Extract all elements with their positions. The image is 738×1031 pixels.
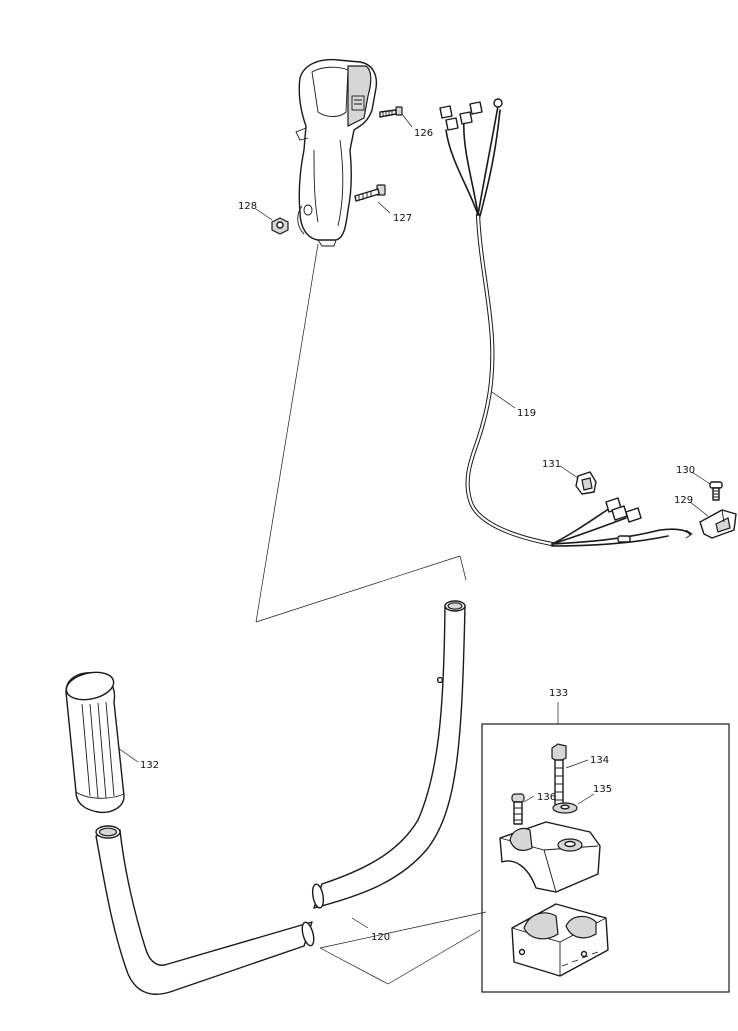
callout-129: 129 — [674, 495, 693, 506]
screw-126 — [379, 106, 403, 118]
callout-127: 127 — [393, 213, 412, 224]
callout-119: 119 — [517, 408, 536, 419]
lower-clamp-block — [511, 903, 609, 977]
screw-130 — [709, 481, 723, 501]
bracket-129 — [699, 509, 737, 539]
grip-132 — [65, 671, 125, 814]
screw-136 — [511, 793, 525, 825]
callout-126: 126 — [414, 128, 433, 139]
callout-135: 135 — [593, 784, 612, 795]
callout-136: 136 — [537, 792, 556, 803]
clip-131 — [575, 471, 597, 495]
washer-135 — [552, 802, 578, 814]
wiring-harness — [439, 98, 693, 547]
callout-133: 133 — [549, 688, 568, 699]
callout-132: 132 — [140, 760, 159, 771]
screw-127 — [354, 184, 386, 202]
clamp-kit-box — [481, 723, 730, 993]
callout-130: 130 — [676, 465, 695, 476]
nut-128 — [271, 217, 289, 235]
bolt-134 — [551, 743, 567, 807]
upper-clamp-block — [499, 821, 601, 893]
assembly-lines-handle — [255, 243, 467, 623]
assembly-lines-clamp — [319, 911, 487, 985]
handle-tube — [95, 600, 466, 995]
callout-134: 134 — [590, 755, 609, 766]
callout-128: 128 — [238, 201, 257, 212]
throttle-handle — [295, 58, 378, 247]
callout-131: 131 — [542, 459, 561, 470]
callout-120: 120 — [371, 932, 390, 943]
